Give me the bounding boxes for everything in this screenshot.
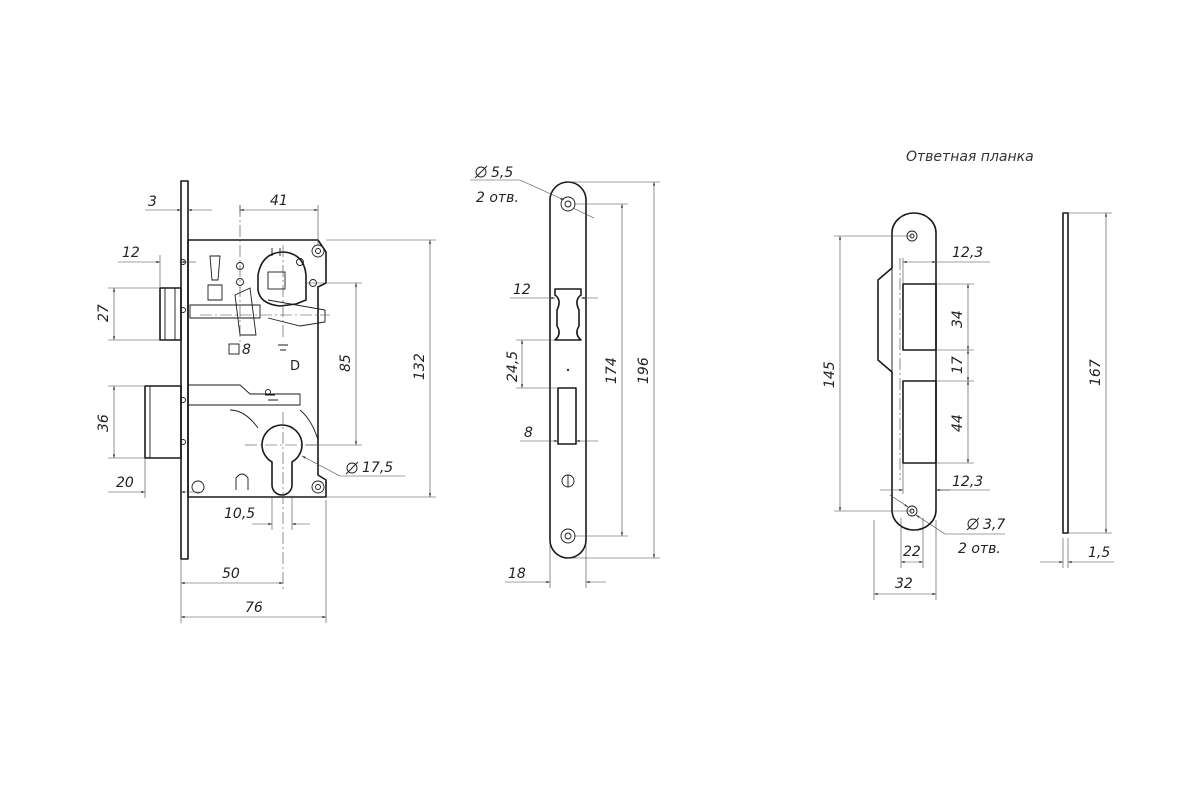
strike-plate-dimensions: 12,3 34 17 44 12,3 145 3,7 2 отв. [822,235,1005,600]
latch-slot [554,288,582,341]
strike-holes-note: 2 отв. [958,541,1001,557]
dim-10-5: 10,5 [224,506,255,522]
faceplate-screw-hole [560,528,576,544]
dim-132: 132 [412,353,428,380]
strike-bolt-opening [902,380,937,464]
dim-square-8: 8 [242,342,251,358]
lock-faceplate-edge [180,180,189,560]
dim-44: 44 [950,414,966,432]
dim-12-3-bottom: 12,3 [952,474,983,490]
strike-latch-opening [902,283,937,351]
dead-bolt [144,385,182,459]
faceplate-screw-hole [560,196,576,212]
dim-32: 32 [895,576,913,592]
dim-20: 20 [116,475,134,491]
dim-17: 17 [950,356,966,374]
dim-12-3-top: 12,3 [952,245,983,261]
dim-1-5: 1,5 [1088,545,1110,561]
strike-plate-view [877,212,937,531]
faceplate-holes-note: 2 отв. [476,190,519,206]
dim-34: 34 [950,310,966,328]
dim-12-slot: 12 [513,282,531,298]
dim-22: 22 [903,544,921,560]
faceplate-outline [549,181,587,559]
dim-27: 27 [96,304,112,322]
dim-12-latch: 12 [122,245,140,261]
dim-145: 145 [822,361,838,388]
dim-85: 85 [338,354,354,372]
dim-diameter-3-7: 3,7 [983,517,1005,533]
strike-plate-side-outline [1062,212,1069,534]
lock-body-view [144,180,330,590]
strike-plate-side-view: 167 1,5 [1040,212,1114,568]
screw-hole [311,480,325,494]
lock-body-dimensions: 3 41 12 27 36 20 85 132 [96,193,436,623]
dim-18: 18 [508,566,526,582]
faceplate-dimensions: 5,5 2 отв. 12 24,5 8 174 196 18 [470,165,660,588]
strike-plate-caption: Ответная планка [906,149,1034,165]
dim-diameter-17-5: 17,5 [362,460,393,476]
bolt-slot [557,387,577,445]
dim-196: 196 [636,357,652,384]
dim-36: 36 [96,414,112,432]
dim-8: 8 [524,425,533,441]
spindle-follower [257,251,307,307]
strike-plate-outline [877,212,937,531]
faceplate-view [549,181,587,559]
dim-76: 76 [245,600,263,616]
square-symbol [228,343,240,355]
dim-167: 167 [1088,359,1104,386]
dim-3: 3 [148,194,157,210]
dim-24-5: 24,5 [505,351,521,382]
mark-d: D [290,359,300,374]
square-spindle-hole [267,271,286,290]
dim-41: 41 [270,193,288,209]
dim-diameter-5-5: 5,5 [491,165,513,181]
latch-bolt [159,287,182,341]
dim-174: 174 [604,357,620,384]
diameter-symbol [346,462,358,474]
dim-50: 50 [222,566,240,582]
cylinder-hole [261,424,303,496]
screw-hole [311,244,325,258]
